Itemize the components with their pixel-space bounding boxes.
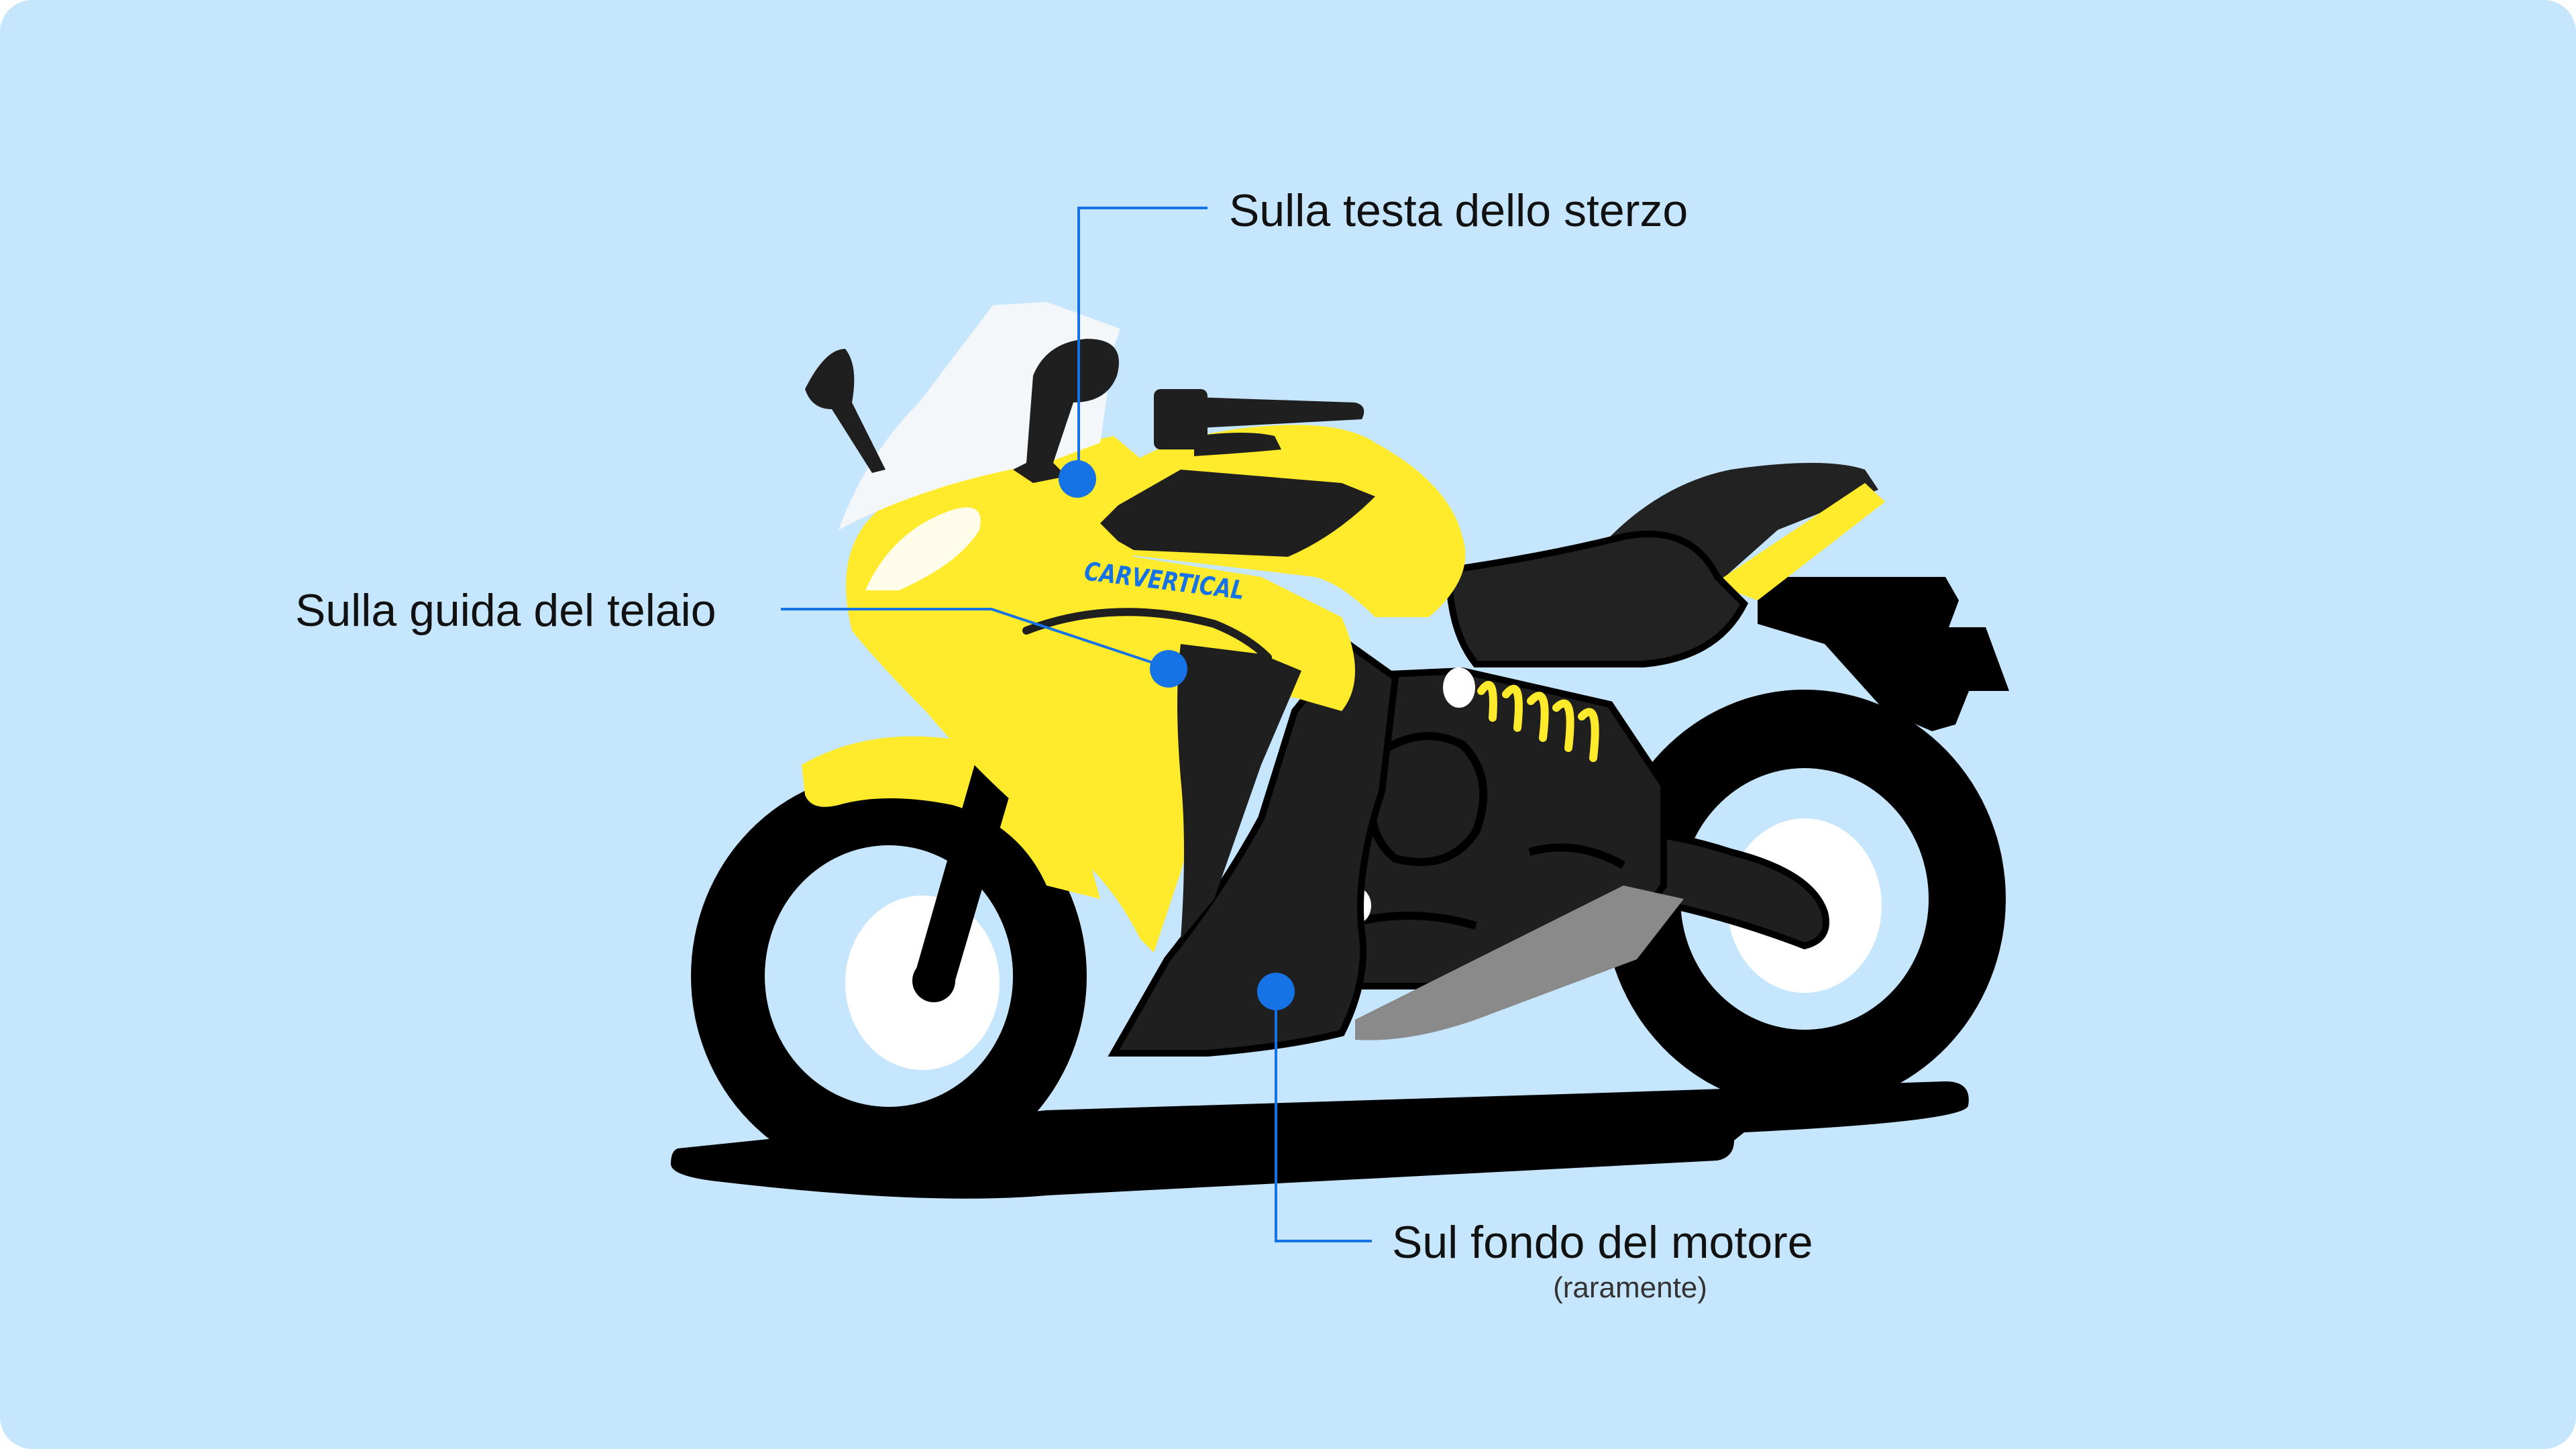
callout-label-frame-rail: Sulla guida del telaio: [295, 585, 716, 636]
engine-bolt-upper: [1443, 667, 1475, 708]
lower-fairing: [1108, 639, 1399, 1057]
fairing-highlight: [865, 507, 981, 590]
tail-yellow-stripe: [1714, 483, 1885, 600]
callout-lines: [781, 207, 1372, 1242]
marker-engine-bottom: [1257, 973, 1295, 1010]
marker-frame-rail: [1150, 650, 1187, 688]
main-seat: [1445, 531, 1749, 667]
rear-shock-spring: [1477, 680, 1599, 762]
fork-cap: [1154, 389, 1208, 449]
marker-steering-head: [1059, 460, 1096, 498]
skid-plate: [1355, 885, 1684, 1040]
black-tank-panel: [1087, 470, 1375, 557]
left-mirror: [805, 349, 885, 473]
leader-line-frame-rail: [781, 608, 1168, 669]
callout-label-steering-head: Sulla testa dello sterzo: [1229, 185, 1688, 236]
front-fairing-yellow: [846, 436, 1355, 953]
callout-label-engine-bottom: Sul fondo del motore: [1392, 1217, 1813, 1268]
rear-tail-bracket: [1758, 577, 2009, 731]
fairing-accent-line: [1022, 608, 1272, 661]
front-fork: [912, 724, 1026, 989]
ground-shadow: [671, 1081, 1969, 1199]
callout-note-engine-bottom: (raramente): [1553, 1271, 1707, 1304]
leader-line-steering-head: [1077, 207, 1208, 478]
clutch-lever: [1194, 433, 1281, 456]
fairing-side-panel: [1177, 644, 1301, 939]
leader-line-engine-bottom: [1275, 991, 1372, 1242]
right-mirror: [1013, 339, 1119, 483]
